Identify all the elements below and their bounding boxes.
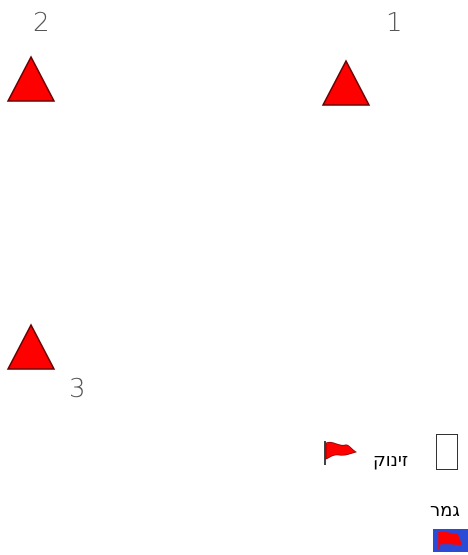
mark-1-label: 1 xyxy=(386,8,403,38)
mark-2-label: 2 xyxy=(33,8,50,38)
triangle-buoy-icon[interactable] xyxy=(6,323,56,370)
mark-3-label: 3 xyxy=(69,374,86,404)
finish-flag-icon[interactable] xyxy=(433,529,468,552)
red-flag-icon[interactable] xyxy=(323,440,357,466)
finish-label: גמר xyxy=(430,500,460,521)
start-marker-box[interactable] xyxy=(436,434,458,470)
triangle-buoy-icon[interactable] xyxy=(6,55,56,102)
triangle-buoy-icon[interactable] xyxy=(321,59,371,106)
start-label: זינוק xyxy=(373,450,409,471)
